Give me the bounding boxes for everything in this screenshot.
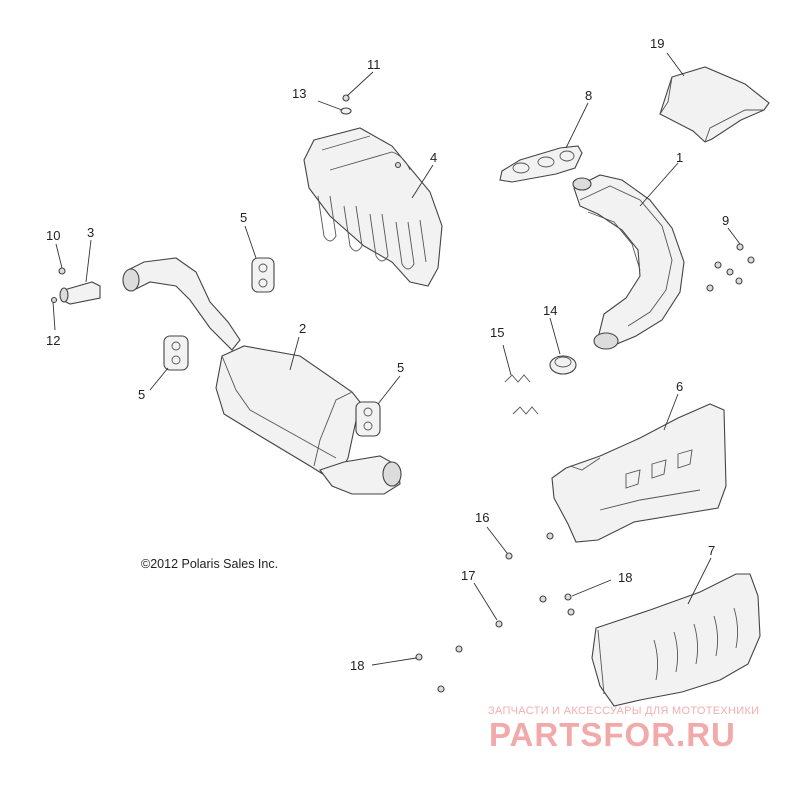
part-14-exhaust-seal[interactable] — [549, 355, 577, 375]
callout-5-right: 5 — [397, 360, 404, 375]
callout-5-left: 5 — [138, 387, 145, 402]
callout-17: 17 — [461, 568, 475, 583]
callout-19: 19 — [650, 36, 664, 51]
callout-13: 13 — [292, 86, 306, 101]
callout-9: 9 — [722, 213, 729, 228]
callout-3: 3 — [87, 225, 94, 240]
part-8-manifold-gasket[interactable] — [499, 145, 583, 183]
callout-5-upper: 5 — [240, 210, 247, 225]
part-17-screw[interactable] — [495, 620, 503, 628]
watermark-logo: PARTSFOR.RU — [489, 716, 736, 753]
part-19-heat-shield-plate[interactable] — [659, 66, 770, 143]
part-16-screw[interactable] — [505, 552, 513, 560]
part-5-isolator-left[interactable] — [163, 335, 189, 371]
part-1-exhaust-header[interactable] — [572, 174, 685, 350]
callout-labels: 1 2 3 4 5 5 5 6 7 8 9 10 11 12 13 14 15 … — [46, 36, 729, 673]
callout-8: 8 — [585, 88, 592, 103]
part-18-screws[interactable] — [394, 161, 575, 693]
part-2-muffler[interactable] — [122, 257, 402, 495]
part-15-springs[interactable] — [504, 374, 539, 415]
part-3-tailpipe-tip[interactable] — [59, 281, 101, 305]
leader-lines — [52, 52, 741, 666]
part-11-screw[interactable] — [342, 94, 350, 102]
part-4-header-heat-shield[interactable] — [303, 127, 443, 287]
part-7-heat-shield[interactable] — [591, 573, 761, 707]
part-12-screw[interactable] — [50, 296, 58, 304]
callout-11: 11 — [367, 57, 381, 72]
callout-4: 4 — [430, 150, 437, 165]
part-5-isolator-right[interactable] — [355, 401, 381, 437]
callout-10: 10 — [46, 228, 60, 243]
callout-18-lower: 18 — [350, 658, 364, 673]
part-13-washer[interactable] — [340, 107, 352, 115]
part-5-isolator-upper[interactable] — [251, 257, 275, 293]
copyright-text: ©2012 Polaris Sales Inc. — [141, 557, 279, 571]
callout-12: 12 — [46, 333, 60, 348]
part-10-screw[interactable] — [58, 267, 66, 275]
callout-6: 6 — [676, 379, 683, 394]
callout-7: 7 — [708, 543, 715, 558]
part-9-bolts[interactable] — [706, 243, 755, 292]
callout-15: 15 — [490, 325, 504, 340]
callout-2: 2 — [299, 321, 306, 336]
callout-14: 14 — [543, 303, 557, 318]
callout-18-upper: 18 — [618, 570, 632, 585]
callout-1: 1 — [676, 150, 683, 165]
part-6-heat-shield[interactable] — [551, 403, 727, 543]
watermark-tagline: ЗАПЧАСТИ И АКСЕССУАРЫ ДЛЯ МОТОТЕХНИКИ — [488, 705, 760, 717]
callout-16: 16 — [475, 510, 489, 525]
